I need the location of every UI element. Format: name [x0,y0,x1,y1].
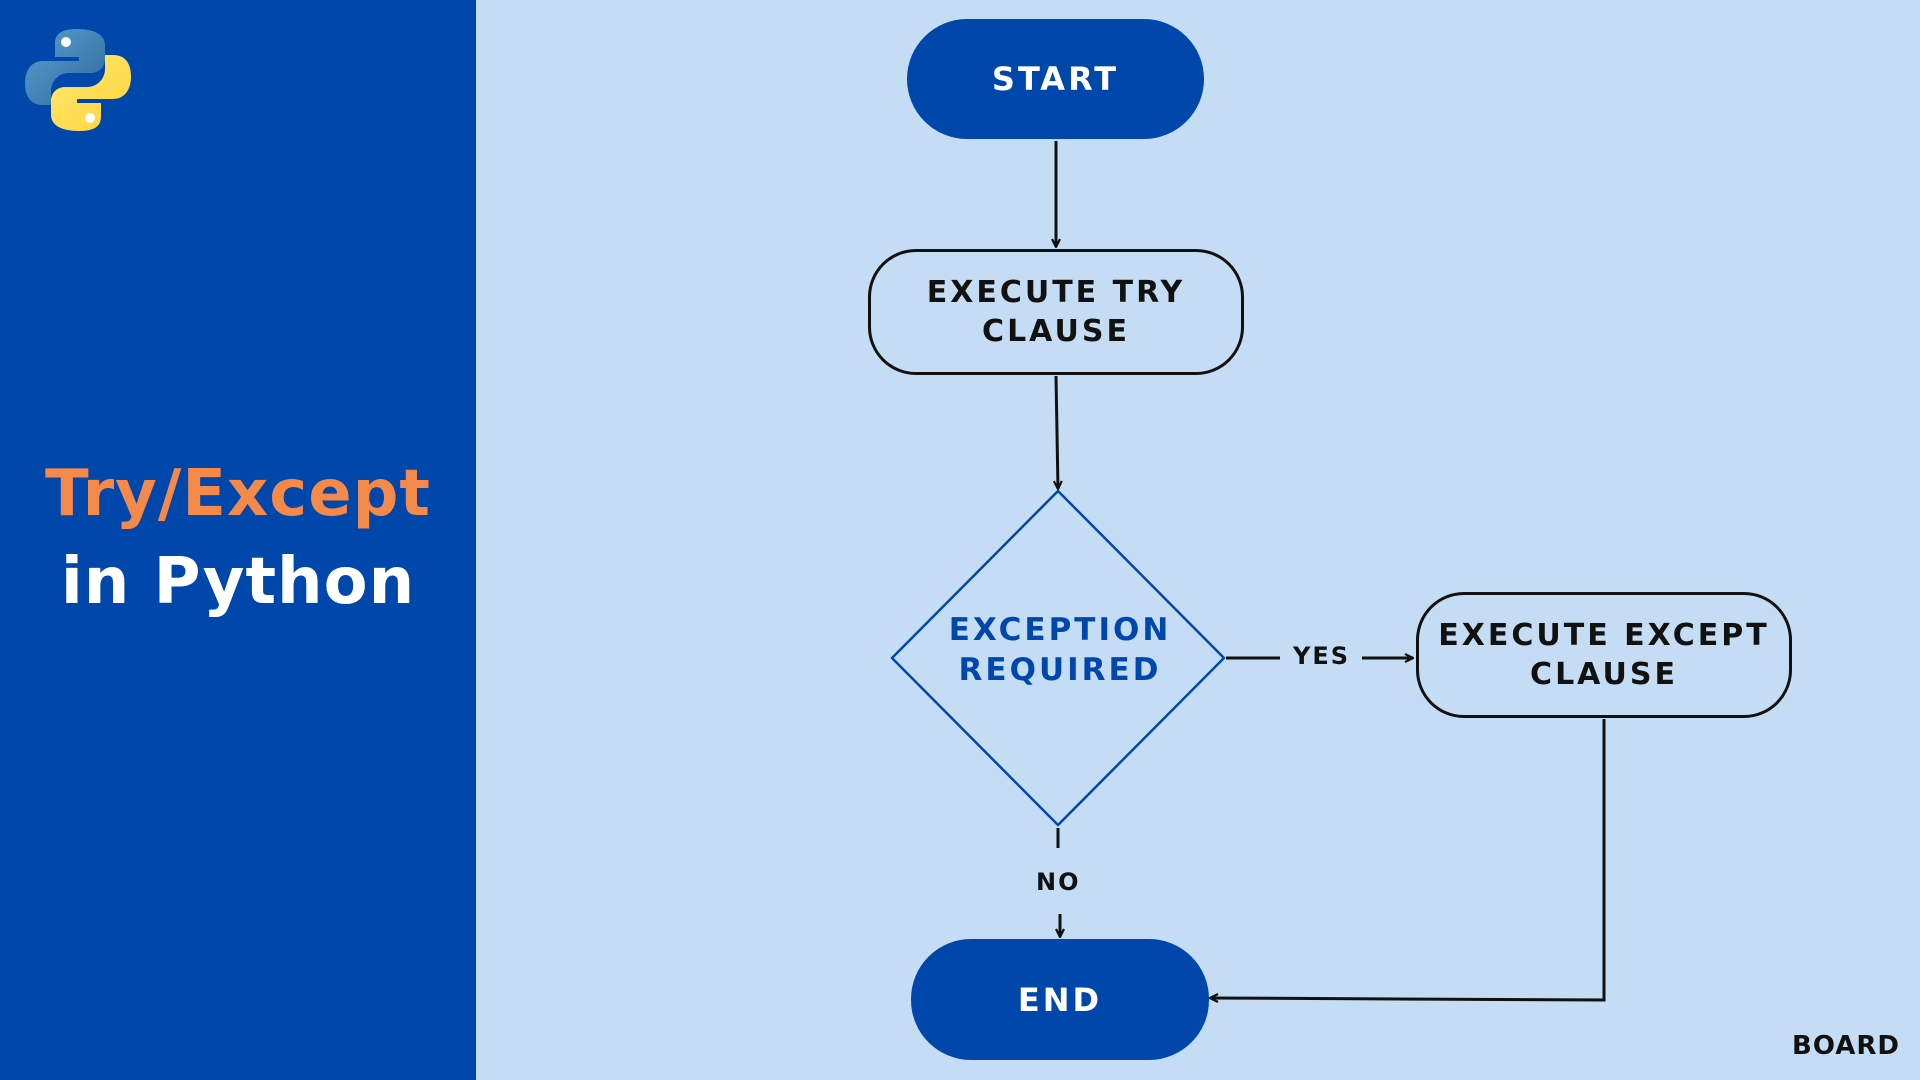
end-node: END [911,939,1209,1060]
start-node: START [907,19,1204,139]
execute-try-node: EXECUTE TRY CLAUSE [868,249,1244,375]
decision-label: EXCEPTION REQUIRED [948,612,1172,688]
page-title-accent: Try/Except [44,457,432,531]
page-title-main: in Python [60,545,416,619]
decision-diamond [890,489,1226,827]
brand-logo: BOARD [1792,1031,1900,1061]
sidebar-panel: Try/Except in Python [0,0,476,1080]
edge-try-decision [1056,375,1058,489]
edge-except-end [1210,719,1606,1000]
execute-except-node: EXECUTE EXCEPT CLAUSE [1416,592,1792,718]
yes-label: YES [1293,642,1351,670]
no-label: NO [1036,868,1081,896]
python-logo-icon [25,27,131,133]
